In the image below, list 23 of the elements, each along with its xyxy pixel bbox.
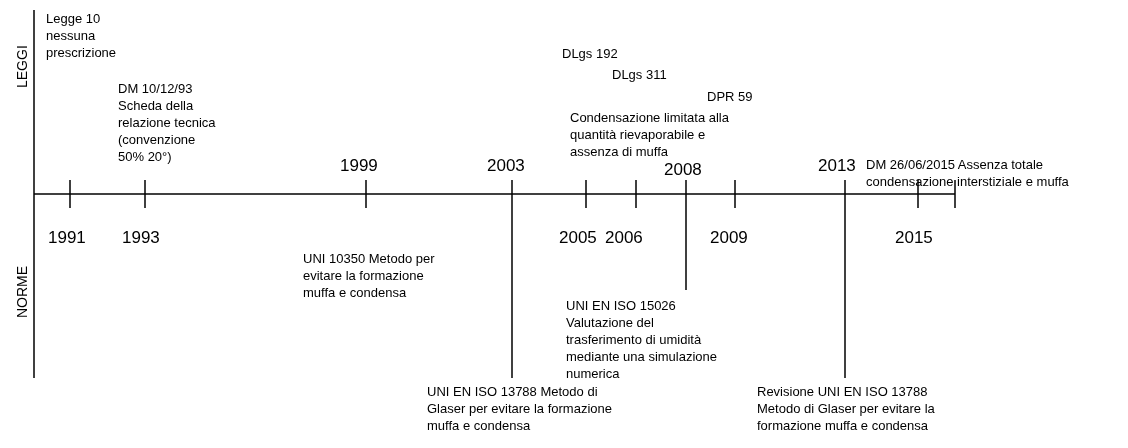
year-label: 1993 — [122, 228, 160, 248]
year-label: 2003 — [487, 156, 525, 176]
year-label: 2005 — [559, 228, 597, 248]
law-name: DLgs 192 — [562, 45, 618, 62]
law-name: DLgs 311 — [612, 66, 667, 83]
law-note: Legge 10 nessuna prescrizione — [46, 10, 118, 61]
section-label: NORME — [14, 265, 30, 318]
standard-note: UNI EN ISO 15026 Valutazione del trasferimento di umidità mediante una simulazione numerica — [566, 297, 719, 382]
section-label: LEGGI — [14, 45, 30, 88]
year-label: 1999 — [340, 156, 378, 176]
law-note: DM 10/12/93 Scheda della relazione tecnica (convenzione 50% 20°) — [118, 80, 217, 165]
law-note: DM 26/06/2015 Assenza totale condensazione interstiziale e muffa — [866, 156, 1070, 190]
law-note: Condensazione limitata alla quantità rievaporabile e assenza di muffa — [570, 109, 730, 160]
law-name: DPR 59 — [707, 88, 753, 105]
year-label: 2015 — [895, 228, 933, 248]
standard-note: Revisione UNI EN ISO 13788 Metodo di Glaser per evitare la formazione muffa e condensa — [757, 383, 936, 434]
year-label: 2006 — [605, 228, 643, 248]
year-label: 2008 — [664, 160, 702, 180]
standard-note: UNI 10350 Metodo per evitare la formazione muffa e condensa — [303, 250, 436, 301]
standard-note: UNI EN ISO 13788 Metodo di Glaser per evitare la formazione muffa e condensa — [427, 383, 613, 434]
year-label: 2013 — [818, 156, 856, 176]
year-label: 2009 — [710, 228, 748, 248]
year-label: 1991 — [48, 228, 86, 248]
